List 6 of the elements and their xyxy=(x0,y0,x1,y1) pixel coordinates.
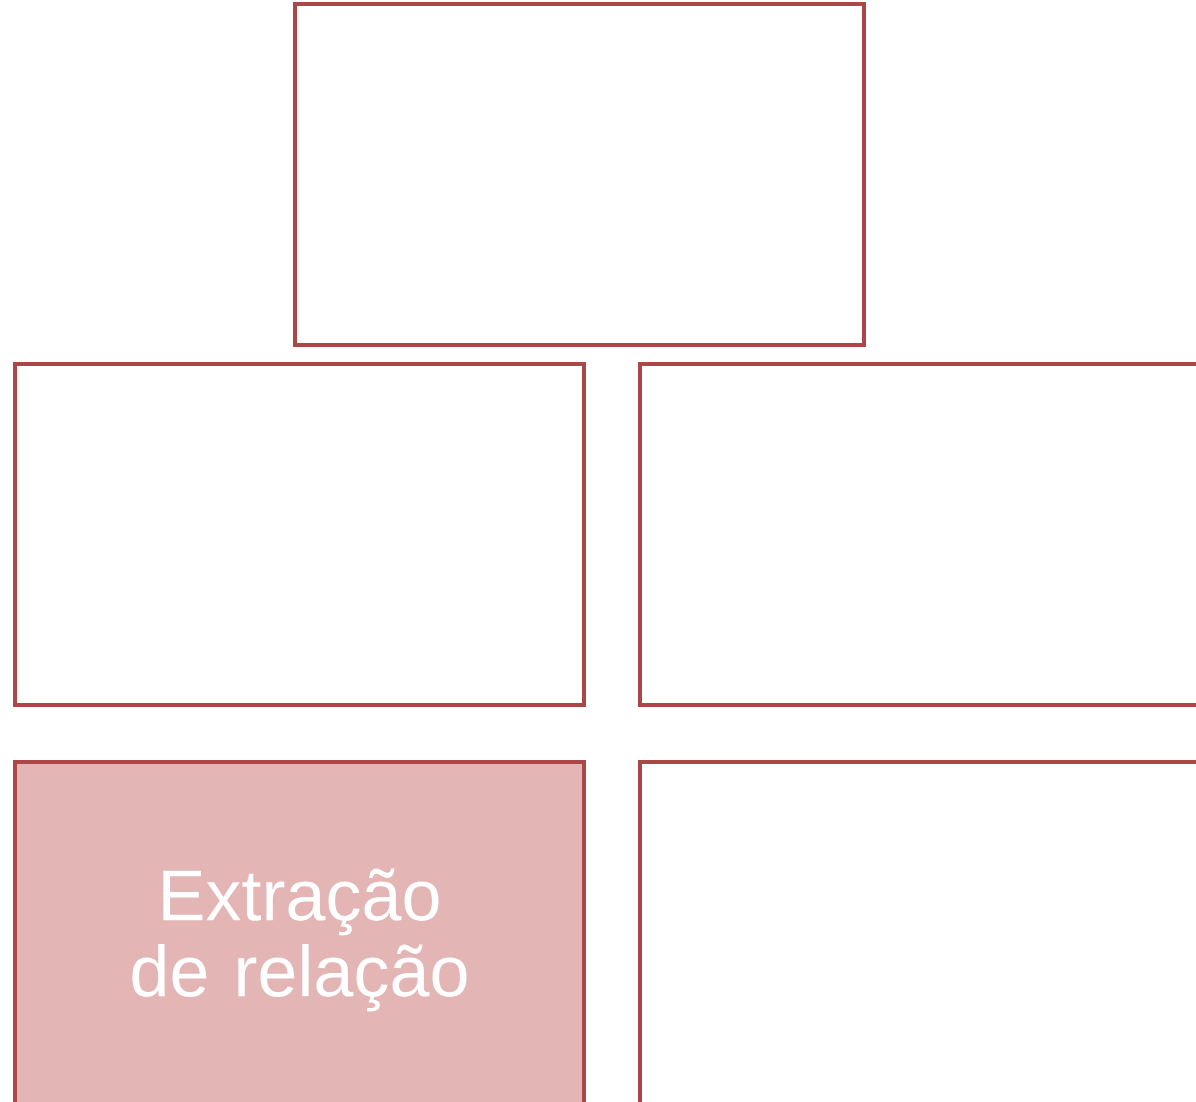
text-box xyxy=(13,760,586,1102)
empty-box xyxy=(638,362,1196,707)
empty-box xyxy=(638,760,1196,1102)
empty-box xyxy=(293,2,866,347)
empty-box xyxy=(13,362,586,707)
box-label: Extração de relação xyxy=(132,868,467,1012)
